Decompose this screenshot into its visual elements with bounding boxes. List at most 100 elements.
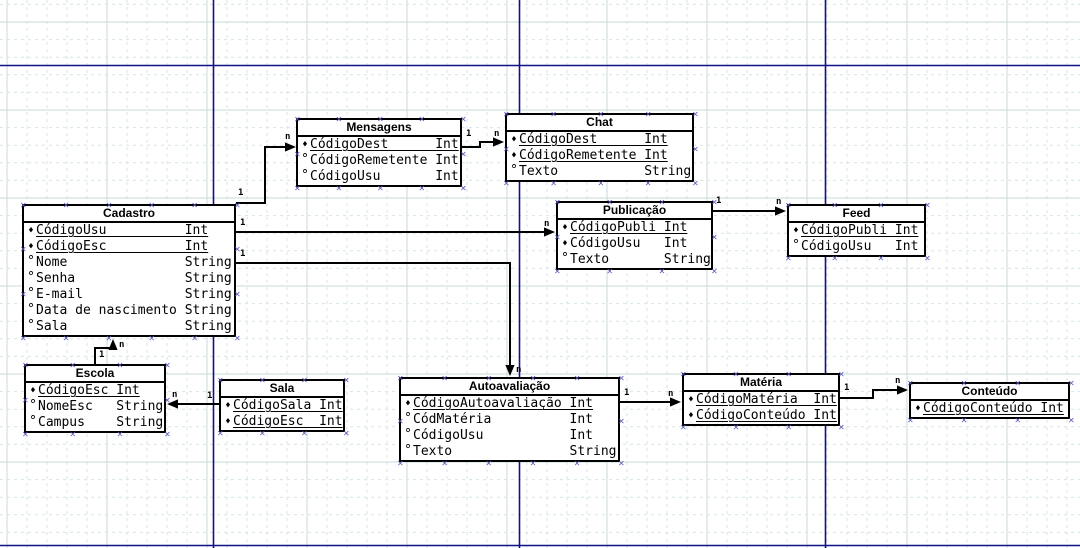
- field-row-codigoesc[interactable]: ♦CódigoEsc Int: [221, 414, 343, 430]
- entity-table-sala[interactable]: Sala♦CódigoSala Int♦CódigoEsc Int✕✕✕✕✕✕✕…: [217, 377, 350, 438]
- field-row-codigoautoavaliacao[interactable]: ♦CódigoAutoavaliação Int: [401, 396, 618, 412]
- key-icon: ♦: [511, 135, 517, 145]
- attribute-icon: °: [29, 397, 37, 413]
- field-row-codigoconteudo[interactable]: ♦CódigoConteúdo Int: [911, 401, 1068, 417]
- field-row-codigoremetente[interactable]: °CódigoRemetente Int: [298, 151, 460, 169]
- cardinality-label: 1: [466, 129, 472, 139]
- field-row-codigopubli[interactable]: ♦CódigoPubli Int: [789, 223, 924, 239]
- field-text: CódigoConteúdo Int: [923, 401, 1064, 416]
- field-row-codigodest[interactable]: ♦CódigoDest Int: [507, 132, 692, 148]
- field-row-codigousu[interactable]: ♦CódigoUsu Int: [24, 223, 234, 239]
- field-row-texto[interactable]: °Texto String: [507, 162, 692, 180]
- field-row-sala[interactable]: °Sala String: [24, 317, 234, 335]
- field-row-codigousu[interactable]: °CódigoUsu Int: [298, 167, 460, 185]
- cardinality-label: 1: [716, 196, 722, 206]
- field-row-codigoesc[interactable]: ♦CódigoEsc Int: [26, 383, 164, 399]
- entity-table-chat[interactable]: Chat♦CódigoDest Int♦CódigoRemetente Int°…: [503, 111, 699, 188]
- field-text: CódigoRemetente Int: [519, 148, 668, 163]
- relationship-line-cadastro-mensagens[interactable]: [236, 146, 287, 204]
- relationship-line-cadastro-autoavaliacao[interactable]: [236, 262, 511, 369]
- field-text: CódigoPubli Int: [801, 223, 919, 238]
- entity-table-escola[interactable]: Escola♦CódigoEsc Int°NomeEsc String°Camp…: [22, 362, 171, 439]
- key-icon: ♦: [915, 404, 921, 414]
- field-text: E-mail String: [36, 287, 232, 302]
- field-text: CódigoUsu Int: [570, 236, 688, 251]
- cardinality-label: n: [172, 390, 178, 400]
- field-row-codigomateria[interactable]: ♦CódigoMatéria Int: [684, 392, 838, 408]
- entity-table-publicacao[interactable]: Publicação♦CódigoPubli Int♦CódigoUsu Int…: [554, 199, 718, 276]
- field-row-nome[interactable]: °Nome String: [24, 254, 234, 271]
- cardinality-label: 1: [240, 218, 246, 228]
- arrowhead-icon: [670, 397, 681, 407]
- arrowhead-icon: [775, 206, 786, 216]
- field-text: CódigoPubli Int: [570, 220, 688, 235]
- table-title: Escola: [26, 366, 164, 383]
- field-text: Texto String: [413, 444, 617, 459]
- field-row-campus[interactable]: °Campus String: [26, 413, 164, 431]
- field-row-texto[interactable]: °Texto String: [558, 250, 711, 268]
- field-text: Data de nascimento String: [36, 303, 232, 318]
- arrowhead-icon: [167, 399, 178, 409]
- relationship-line-mensagens-chat[interactable]: [462, 141, 497, 148]
- entity-table-materia[interactable]: Matéria♦CódigoMatéria Int♦CódigoConteúdo…: [680, 371, 845, 432]
- cardinality-label: 1: [99, 350, 105, 360]
- field-row-codmateria[interactable]: °CódMatéria Int: [401, 411, 618, 428]
- cardinality-label: n: [285, 132, 291, 142]
- field-text: CódigoUsu Int: [36, 223, 209, 238]
- field-text: Sala String: [36, 319, 232, 334]
- field-row-codigoconteudo[interactable]: ♦CódigoConteúdo Int: [684, 408, 838, 424]
- attribute-icon: °: [27, 301, 35, 317]
- relationship-line-materia-conteudo[interactable]: [840, 389, 901, 399]
- arrowhead-icon: [505, 365, 515, 376]
- attribute-icon: °: [27, 317, 35, 333]
- field-text: CódigoUsu Int: [310, 169, 459, 184]
- field-text: CódigoEsc Int: [36, 239, 209, 254]
- attribute-icon: °: [29, 413, 37, 429]
- entity-table-mensagens[interactable]: Mensagens♦CódigoDest Int°CódigoRemetente…: [294, 116, 467, 193]
- field-row-codigousu[interactable]: °CódigoUsu Int: [401, 427, 618, 444]
- attribute-icon: °: [27, 285, 35, 301]
- table-title: Autoavaliação: [401, 379, 618, 396]
- table-title: Matéria: [684, 375, 838, 392]
- table-title: Mensagens: [298, 120, 460, 137]
- entity-table-conteudo[interactable]: Conteúdo♦CódigoConteúdo Int✕✕✕✕✕✕✕✕: [907, 380, 1075, 425]
- field-row-codigousu[interactable]: ♦CódigoUsu Int: [558, 236, 711, 252]
- cardinality-label: n: [668, 389, 674, 399]
- field-row-codigoremetente[interactable]: ♦CódigoRemetente Int: [507, 148, 692, 164]
- field-row-nomeesc[interactable]: °NomeEsc String: [26, 397, 164, 415]
- entity-table-cadastro[interactable]: Cadastro♦CódigoUsu Int♦CódigoEsc Int°Nom…: [20, 202, 241, 343]
- attribute-icon: °: [510, 162, 518, 178]
- key-icon: ♦: [302, 140, 308, 150]
- field-text: CódMatéria Int: [413, 412, 594, 427]
- attribute-icon: °: [561, 250, 569, 266]
- key-icon: ♦: [511, 151, 517, 161]
- key-icon: ♦: [562, 223, 568, 233]
- entity-table-autoavaliacao[interactable]: Autoavaliação♦CódigoAutoavaliação Int°Có…: [397, 375, 625, 468]
- field-row-data-de-nascimento[interactable]: °Data de nascimento String: [24, 301, 234, 319]
- field-row-e-mail[interactable]: °E-mail String: [24, 285, 234, 303]
- table-title: Sala: [221, 381, 343, 398]
- field-row-codigosala[interactable]: ♦CódigoSala Int: [221, 398, 343, 414]
- key-icon: ♦: [30, 386, 36, 396]
- cardinality-label: 1: [240, 249, 246, 259]
- field-row-codigopubli[interactable]: ♦CódigoPubli Int: [558, 220, 711, 236]
- field-row-codigodest[interactable]: ♦CódigoDest Int: [298, 137, 460, 153]
- field-row-texto[interactable]: °Texto String: [401, 443, 618, 460]
- attribute-icon: °: [301, 167, 309, 183]
- field-text: CódigoDest Int: [519, 132, 668, 147]
- cardinality-label: 1: [624, 388, 630, 398]
- cardinality-label: n: [776, 197, 782, 207]
- arrowhead-icon: [544, 227, 555, 237]
- field-text: CódigoUsu Int: [801, 239, 919, 254]
- entity-table-feed[interactable]: Feed♦CódigoPubli Int°CódigoUsu Int✕✕✕✕✕✕…: [785, 202, 931, 263]
- field-row-senha[interactable]: °Senha String: [24, 270, 234, 287]
- table-title: Cadastro: [24, 206, 234, 223]
- arrowhead-icon: [493, 137, 504, 147]
- field-row-codigousu[interactable]: °CódigoUsu Int: [789, 238, 924, 255]
- field-text: CódigoConteúdo Int: [696, 408, 837, 423]
- field-row-codigoesc[interactable]: ♦CódigoEsc Int: [24, 239, 234, 255]
- field-text: CódigoMatéria Int: [696, 392, 837, 407]
- attribute-icon: °: [301, 151, 309, 167]
